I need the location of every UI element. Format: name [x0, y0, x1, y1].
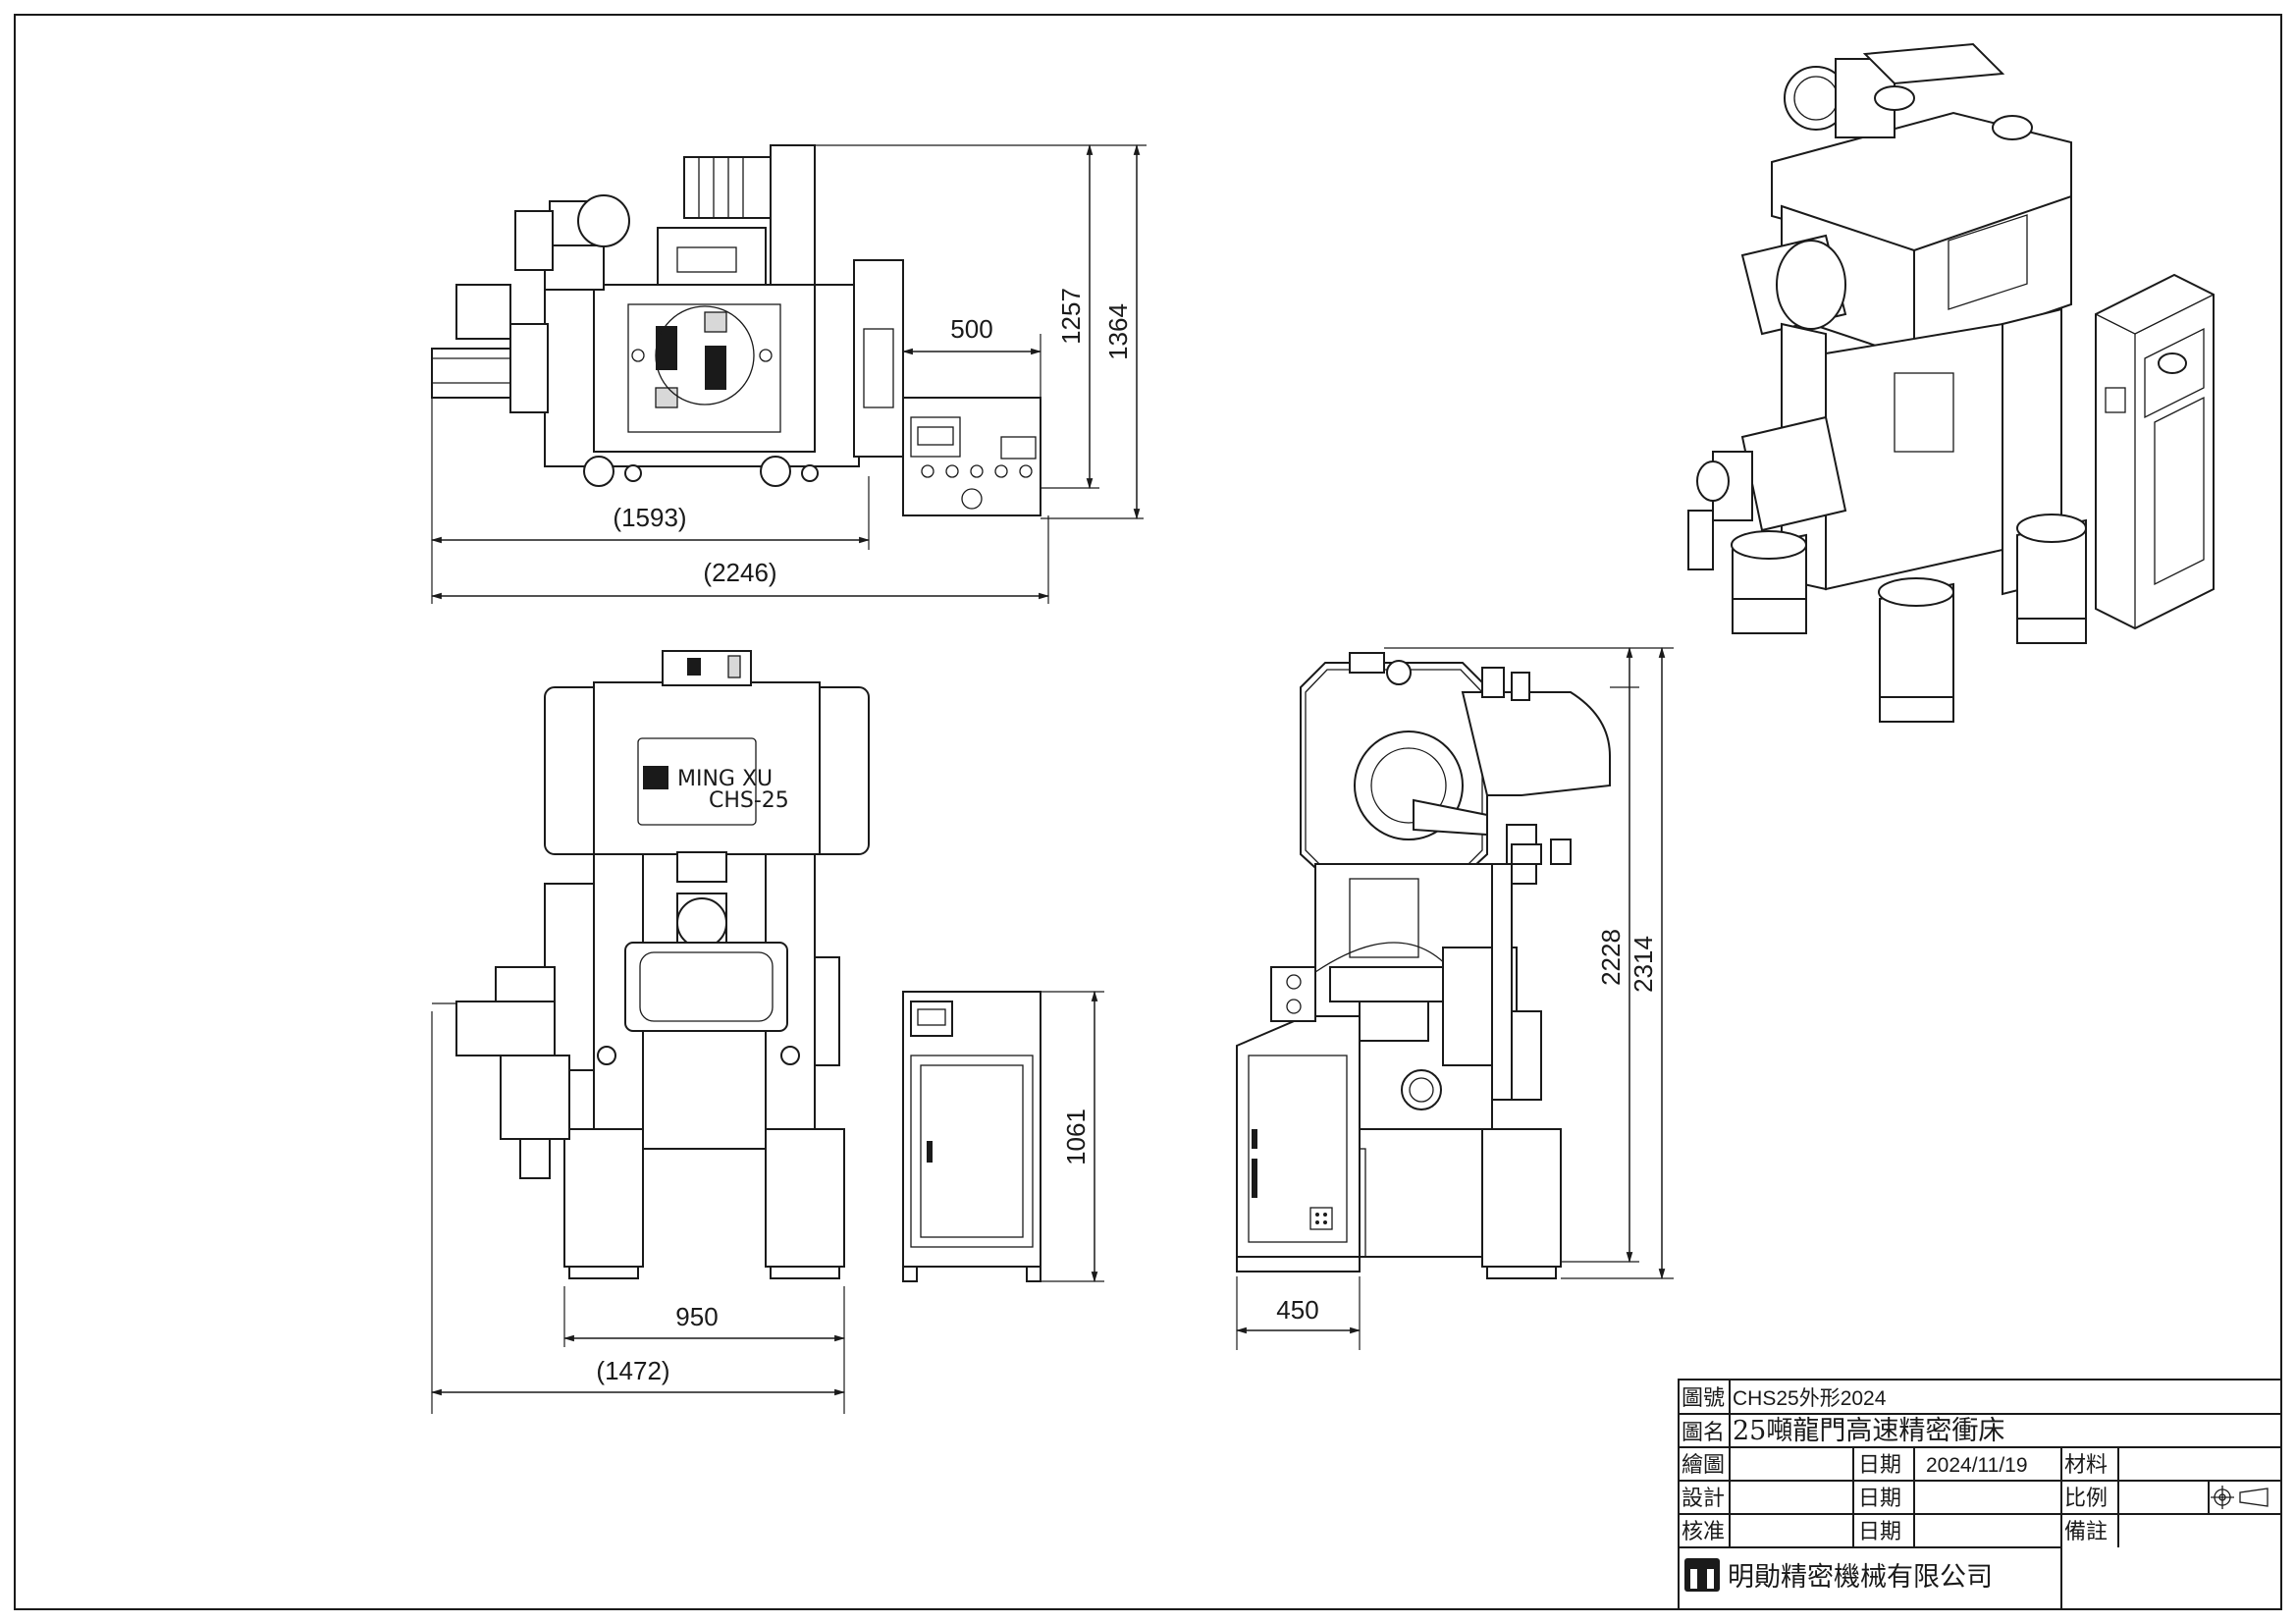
side-view	[1236, 652, 1611, 1279]
title-block-frame	[1678, 1379, 2282, 1610]
dim-cabinet-height: 1061	[1061, 1109, 1091, 1165]
dim-top-height-1: 1257	[1056, 288, 1086, 345]
value-date-drawn: 2024/11/19	[1926, 1454, 2028, 1477]
side-view-dimensions: 450 2228 2314	[1235, 646, 1674, 1350]
dim-front-total-width: (1472)	[596, 1356, 669, 1385]
top-view-dimensions: (1593) (2246) 500 1257 1364	[430, 143, 1147, 604]
label-scale: 比例	[2064, 1487, 2108, 1511]
drawing-border	[14, 14, 2282, 1610]
value-drawing-no: CHS25外形2024	[1733, 1387, 1887, 1410]
label-drawing-no: 圖號	[1682, 1386, 1725, 1411]
label-date-design: 日期	[1858, 1487, 1901, 1511]
dim-side-height-2: 2314	[1629, 936, 1658, 993]
front-brand-label: MING XU	[677, 767, 773, 791]
ming-xu-logo-icon	[1684, 1558, 1720, 1592]
dim-cabinet-width: 500	[950, 314, 992, 344]
front-model-label: CHS-25	[709, 788, 789, 813]
isometric-view	[1687, 42, 2215, 723]
dim-side-height-1: 2228	[1596, 929, 1626, 986]
label-material: 材料	[2064, 1453, 2108, 1478]
label-check: 核准	[1682, 1520, 1725, 1544]
label-remarks: 備註	[2064, 1520, 2108, 1544]
front-view-dimensions: 950 (1472) 1061	[430, 990, 1104, 1414]
label-drawing-name: 圖名	[1682, 1421, 1725, 1445]
label-date-check: 日期	[1858, 1520, 1901, 1544]
dim-side-base-depth: 450	[1276, 1295, 1318, 1325]
label-date-drawn: 日期	[1858, 1453, 1901, 1478]
dim-top-inner-width: (1593)	[613, 503, 686, 532]
title-block: 圖號 CHS25外形2024 圖名 25噸龍門高速精密衝床 繪圖 日期 2024…	[1678, 1379, 2282, 1610]
front-view: MING XU CHS-25	[432, 650, 1041, 1282]
top-view	[431, 144, 1041, 516]
value-drawing-name: 25噸龍門高速精密衝床	[1733, 1416, 2004, 1446]
dim-front-base-width: 950	[675, 1302, 718, 1331]
label-design: 設計	[1682, 1487, 1725, 1511]
front-logo-icon	[643, 766, 668, 789]
first-angle-projection-icon	[2211, 1486, 2269, 1509]
dim-top-height-2: 1364	[1103, 303, 1133, 360]
dim-top-total-width: (2246)	[703, 558, 776, 587]
company-name: 明勛精密機械有限公司	[1728, 1562, 1993, 1593]
label-drawn-by: 繪圖	[1682, 1453, 1725, 1478]
